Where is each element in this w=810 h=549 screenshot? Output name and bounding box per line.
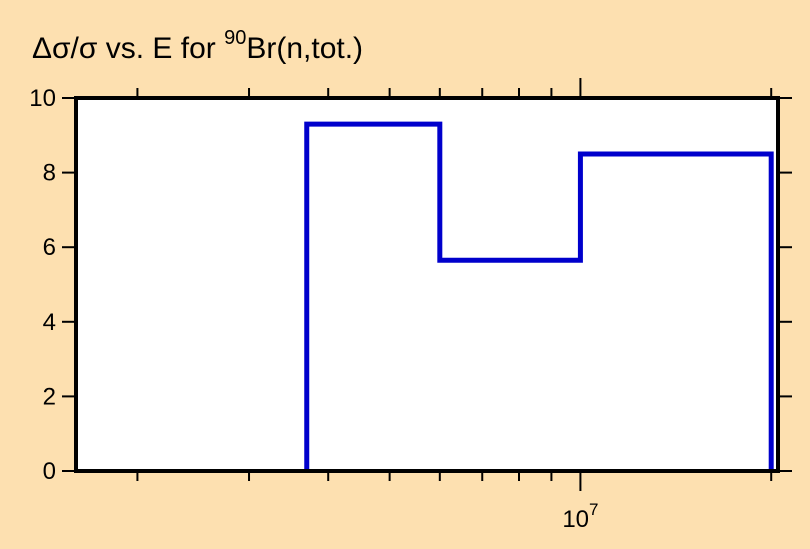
y-tick-label: 4	[43, 309, 56, 336]
y-tick-label: 10	[29, 85, 56, 112]
series-step-line	[304, 121, 774, 471]
x-tick-label-base: 10	[562, 506, 589, 533]
x-tick-label: 107	[562, 500, 598, 533]
plot-frame	[74, 96, 780, 473]
y-tick-label: 8	[43, 160, 56, 187]
title-prefix: Δσ/σ vs. E for	[32, 32, 224, 65]
title-suffix: Br(n,tot.)	[246, 32, 363, 65]
y-tick-label: 0	[43, 458, 56, 485]
y-tick-label: 6	[43, 234, 56, 261]
chart-title: Δσ/σ vs. E for 90Br(n,tot.)	[32, 27, 363, 65]
x-tick-label-exponent: 7	[589, 500, 598, 519]
title-mass-number: 90	[224, 27, 246, 49]
plot-area	[76, 98, 778, 471]
y-tick-label: 2	[43, 383, 56, 410]
